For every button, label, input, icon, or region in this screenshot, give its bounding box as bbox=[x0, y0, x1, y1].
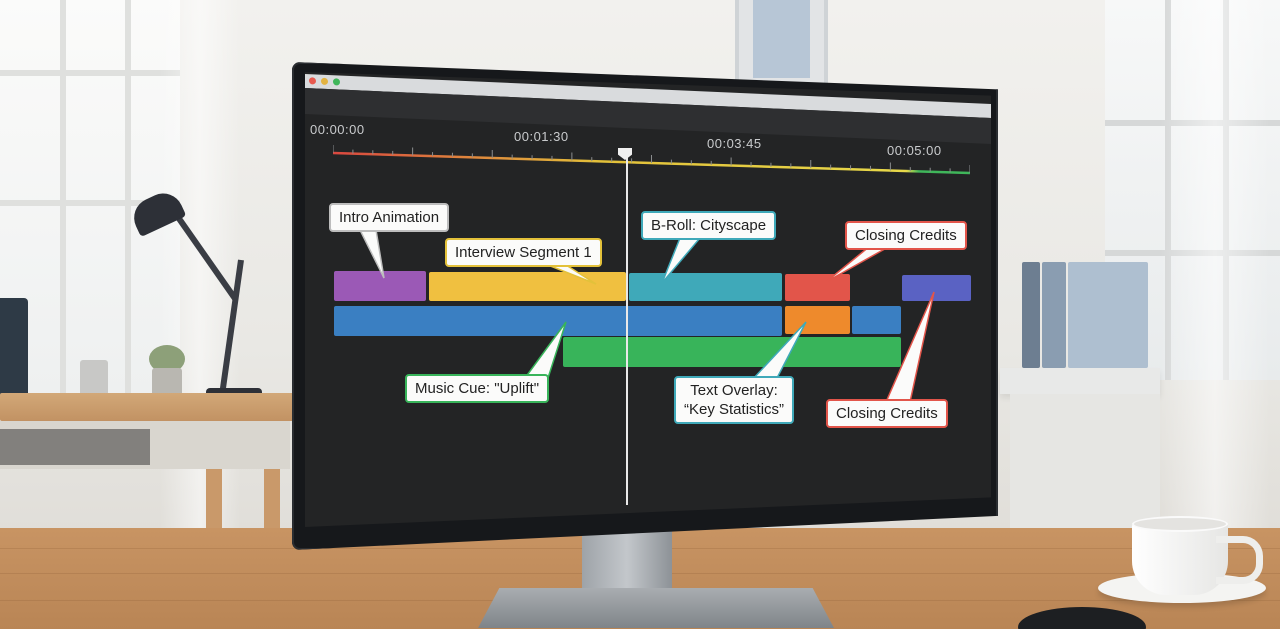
clip-interview-segment-1[interactable] bbox=[429, 272, 626, 301]
clip-closing-credits-blue[interactable] bbox=[902, 275, 971, 301]
callout-music-cue: Music Cue: "Uplift" bbox=[405, 374, 550, 403]
clip-music-cue[interactable] bbox=[334, 306, 782, 336]
timeline-ruler[interactable] bbox=[333, 145, 970, 177]
coffee-cup bbox=[1132, 521, 1228, 595]
clip-text-overlay-green[interactable] bbox=[563, 337, 901, 367]
shelf bbox=[1000, 368, 1160, 394]
callout-broll-cityscape: B-Roll: Cityscape bbox=[641, 211, 777, 240]
clip-text-overlay-orange[interactable] bbox=[785, 306, 850, 334]
clip-closing-credits-red[interactable] bbox=[785, 274, 850, 301]
callout-text-overlay: Text Overlay: “Key Statistics” bbox=[674, 376, 795, 424]
callout-closing-credits-bottom: Closing Credits bbox=[826, 399, 948, 428]
timecode-3-45: 00:03:45 bbox=[707, 136, 762, 151]
laptop bbox=[0, 298, 28, 402]
callout-text-overlay-line1: Text Overlay: bbox=[690, 382, 778, 399]
callout-interview-segment-1: Interview Segment 1 bbox=[445, 238, 602, 267]
back-desk bbox=[0, 393, 295, 421]
timecode-start: 00:00:00 bbox=[310, 122, 365, 137]
playhead-line[interactable] bbox=[626, 153, 628, 505]
clip-broll-cityscape[interactable] bbox=[629, 273, 782, 301]
callout-intro-animation: Intro Animation bbox=[329, 203, 450, 232]
monitor-stand-base bbox=[478, 588, 834, 628]
playhead-handle[interactable] bbox=[618, 148, 632, 160]
computer-mouse bbox=[1018, 607, 1146, 629]
cabinet bbox=[1010, 394, 1160, 544]
timecode-1-30: 00:01:30 bbox=[514, 129, 569, 144]
clip-music-tail[interactable] bbox=[852, 306, 901, 334]
callout-text-overlay-line2: “Key Statistics” bbox=[684, 401, 785, 418]
monitor-stand bbox=[582, 525, 672, 597]
timecode-5-00: 00:05:00 bbox=[887, 143, 942, 158]
clip-intro-animation[interactable] bbox=[334, 271, 426, 301]
callout-closing-credits-top: Closing Credits bbox=[845, 221, 967, 250]
